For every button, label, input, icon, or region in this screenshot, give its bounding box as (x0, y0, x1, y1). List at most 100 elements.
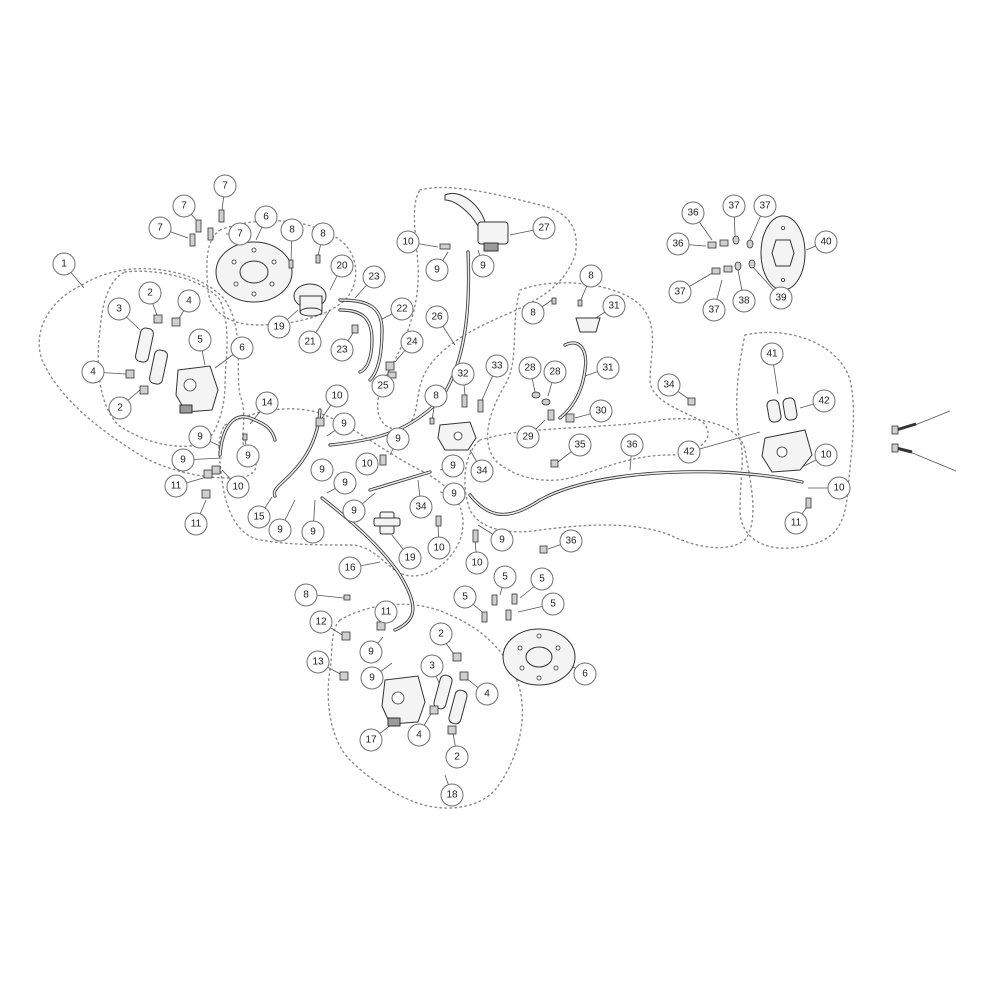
callout-label: 11 (191, 519, 202, 530)
callout-circle (177, 289, 201, 313)
callout-10: 10 (827, 476, 851, 500)
callout-label: 28 (524, 363, 536, 374)
callout-circle (371, 374, 395, 398)
callout-label: 9 (395, 434, 401, 445)
callout-label: 30 (595, 406, 607, 417)
master-cylinder-zone (376, 186, 577, 430)
fitting-22 (351, 324, 359, 334)
callout-label: 33 (491, 361, 503, 372)
callout-9: 9 (301, 520, 325, 544)
callout-label: 8 (588, 271, 594, 282)
callout-label: 7 (181, 201, 187, 212)
callout-6: 6 (230, 336, 254, 360)
callout-2: 2 (445, 745, 469, 769)
callout-42: 42 (677, 440, 701, 464)
callout-label: 10 (833, 483, 845, 494)
assembly-zones (38, 186, 855, 809)
callout-circle (589, 399, 613, 423)
bolt-10a (439, 243, 451, 250)
callout-12: 12 (309, 610, 333, 634)
callout-circle (620, 433, 644, 457)
delay-valve (437, 421, 477, 451)
callout-label: 26 (431, 312, 443, 323)
callout-25: 25 (371, 374, 395, 398)
callout-17: 17 (359, 728, 383, 752)
callout-circle (827, 476, 851, 500)
callout-41: 41 (760, 342, 784, 366)
bolt-10c (211, 465, 221, 475)
small-hardware (125, 209, 812, 735)
callout-label: 24 (406, 337, 418, 348)
callout-4: 4 (475, 682, 499, 706)
callout-label: 6 (582, 669, 588, 680)
callout-label: 8 (320, 229, 326, 240)
clip-4d (429, 705, 439, 715)
callout-circle (475, 682, 499, 706)
callout-9: 9 (359, 640, 383, 664)
callout-37: 37 (668, 280, 692, 304)
callout-23: 23 (362, 265, 386, 289)
callout-circle (267, 315, 291, 339)
callout-36: 36 (620, 433, 644, 457)
callout-circle (681, 201, 705, 225)
callout-34: 34 (657, 373, 681, 397)
callout-label: 16 (344, 563, 356, 574)
callout-42: 42 (812, 389, 836, 413)
callout-36: 36 (666, 232, 690, 256)
callout-33: 33 (485, 354, 509, 378)
callout-15: 15 (247, 505, 271, 529)
bolt-36a (707, 241, 717, 249)
callout-circle (579, 264, 603, 288)
callout-label: 9 (499, 535, 505, 546)
callout-circle (702, 298, 726, 322)
callout-9: 9 (442, 482, 466, 506)
callout-16: 16 (338, 556, 362, 580)
callout-label: 39 (775, 293, 787, 304)
screw-8d (577, 299, 583, 307)
callout-label: 41 (766, 349, 778, 360)
washer-37b (746, 239, 754, 249)
callout-circle (470, 459, 494, 483)
callout-28: 28 (518, 356, 542, 380)
bolt-10f (472, 529, 479, 543)
washer-37c (734, 261, 742, 271)
callout-label: 9 (197, 432, 203, 443)
callout-label: 25 (377, 381, 389, 392)
callout-circle (108, 396, 132, 420)
callout-circle (390, 297, 414, 321)
callout-circle (677, 440, 701, 464)
callout-label: 9 (434, 265, 440, 276)
brake-reservoir (293, 283, 327, 317)
callout-circle (306, 650, 330, 674)
callout-circle (298, 330, 322, 354)
spring-2a (153, 314, 163, 324)
callout-label: 19 (273, 322, 285, 333)
callout-circle (814, 230, 838, 254)
callout-label: 9 (480, 261, 486, 272)
callout-circle (814, 443, 838, 467)
callout-5: 5 (530, 567, 554, 591)
callout-circle (429, 622, 453, 646)
callout-circle (445, 745, 469, 769)
bolt-10e (435, 515, 442, 527)
callout-label: 7 (222, 181, 228, 192)
callout-20: 20 (330, 254, 354, 278)
callout-label: 9 (369, 673, 375, 684)
callout-23: 23 (330, 338, 354, 362)
callout-circle (451, 362, 475, 386)
callout-18: 18 (440, 783, 464, 807)
callout-19: 19 (398, 546, 422, 570)
callout-27: 27 (532, 216, 556, 240)
callout-circle (188, 328, 212, 352)
callout-circle (471, 254, 495, 278)
banjo-28b (565, 413, 575, 423)
callout-38: 38 (732, 289, 756, 313)
callout-label: 18 (446, 790, 458, 801)
callout-label: 8 (289, 225, 295, 236)
callout-circle (453, 585, 477, 609)
callout-circle (518, 356, 542, 380)
callout-label: 9 (368, 647, 374, 658)
callout-label: 14 (261, 398, 273, 409)
callout-7: 7 (213, 174, 237, 198)
